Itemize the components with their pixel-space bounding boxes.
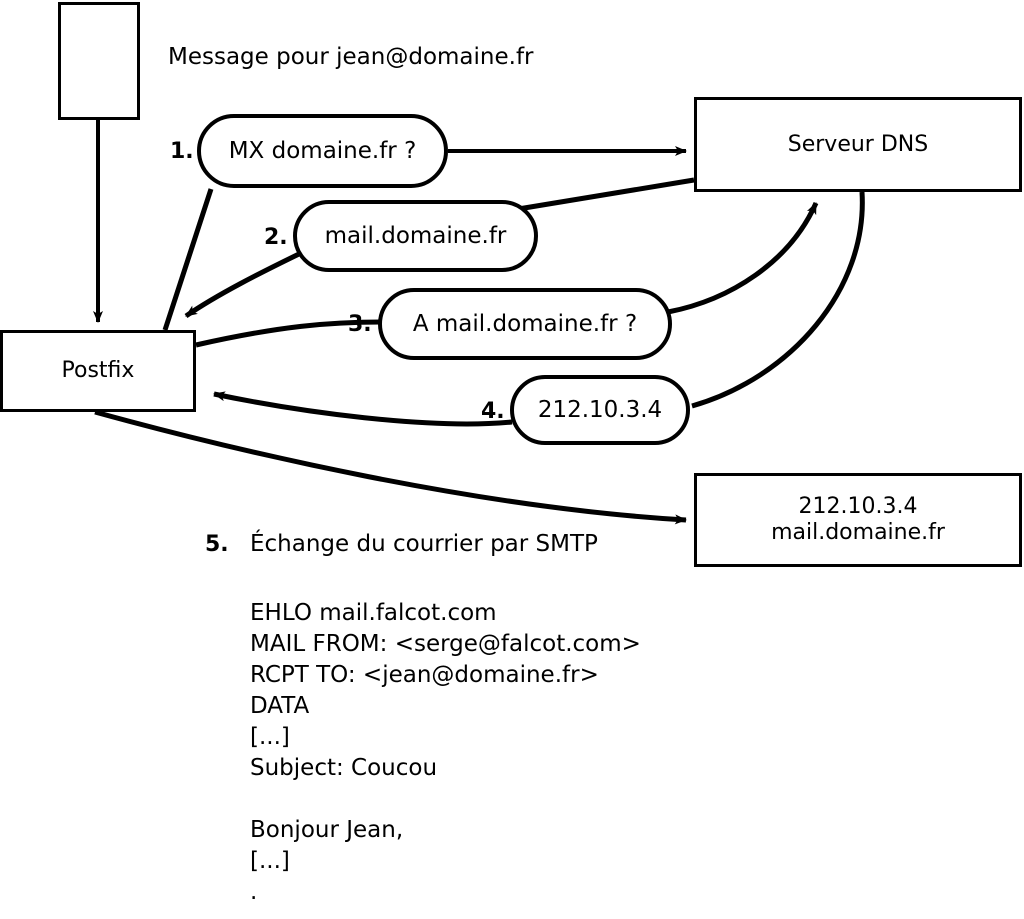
smtp-transcript: EHLO mail.falcot.com MAIL FROM: <serge@f… [250, 600, 641, 905]
step-2-bubble-label: mail.domaine.fr [324, 223, 507, 249]
step-2-number: 2. [264, 225, 288, 250]
node-dns-server[interactable]: Serveur DNS [694, 97, 1022, 192]
step-4-bubble[interactable]: 212.10.3.4 [510, 375, 690, 445]
message-caption: Message pour jean@domaine.fr [168, 44, 534, 70]
node-dns-server-label: Serveur DNS [787, 131, 929, 157]
step-4-number: 4. [481, 399, 505, 424]
step-5-label: Échange du courrier par SMTP [250, 531, 598, 557]
connector-postfix-to-step1 [162, 188, 214, 331]
node-remote-ip: 212.10.3.4 [798, 494, 918, 520]
step-4-bubble-label: 212.10.3.4 [537, 397, 663, 423]
node-client[interactable] [58, 2, 140, 120]
node-remote-mail-server[interactable]: 212.10.3.4 mail.domaine.fr [694, 473, 1022, 567]
step-5-number: 5. [205, 532, 229, 557]
connector-dns-to-step4 [691, 191, 865, 409]
connector-step3-to-dns [667, 201, 819, 315]
node-postfix-label: Postfix [61, 358, 135, 384]
node-remote-hostname: mail.domaine.fr [771, 520, 945, 545]
step-2-bubble[interactable]: mail.domaine.fr [293, 200, 538, 272]
step-1-bubble-label: MX domaine.fr ? [228, 138, 417, 164]
step-3-bubble-label: A mail.domaine.fr ? [412, 311, 638, 337]
node-postfix[interactable]: Postfix [0, 330, 196, 412]
connector-postfix-to-step3 [195, 319, 383, 348]
step-3-number: 3. [348, 312, 372, 337]
connector-step2-to-postfix [184, 251, 301, 319]
step-1-bubble[interactable]: MX domaine.fr ? [197, 114, 448, 188]
step-3-bubble[interactable]: A mail.domaine.fr ? [378, 288, 672, 360]
connector-postfix-to-remote [94, 409, 687, 525]
connector-step4-to-postfix [213, 391, 513, 427]
step-1-number: 1. [170, 139, 194, 164]
